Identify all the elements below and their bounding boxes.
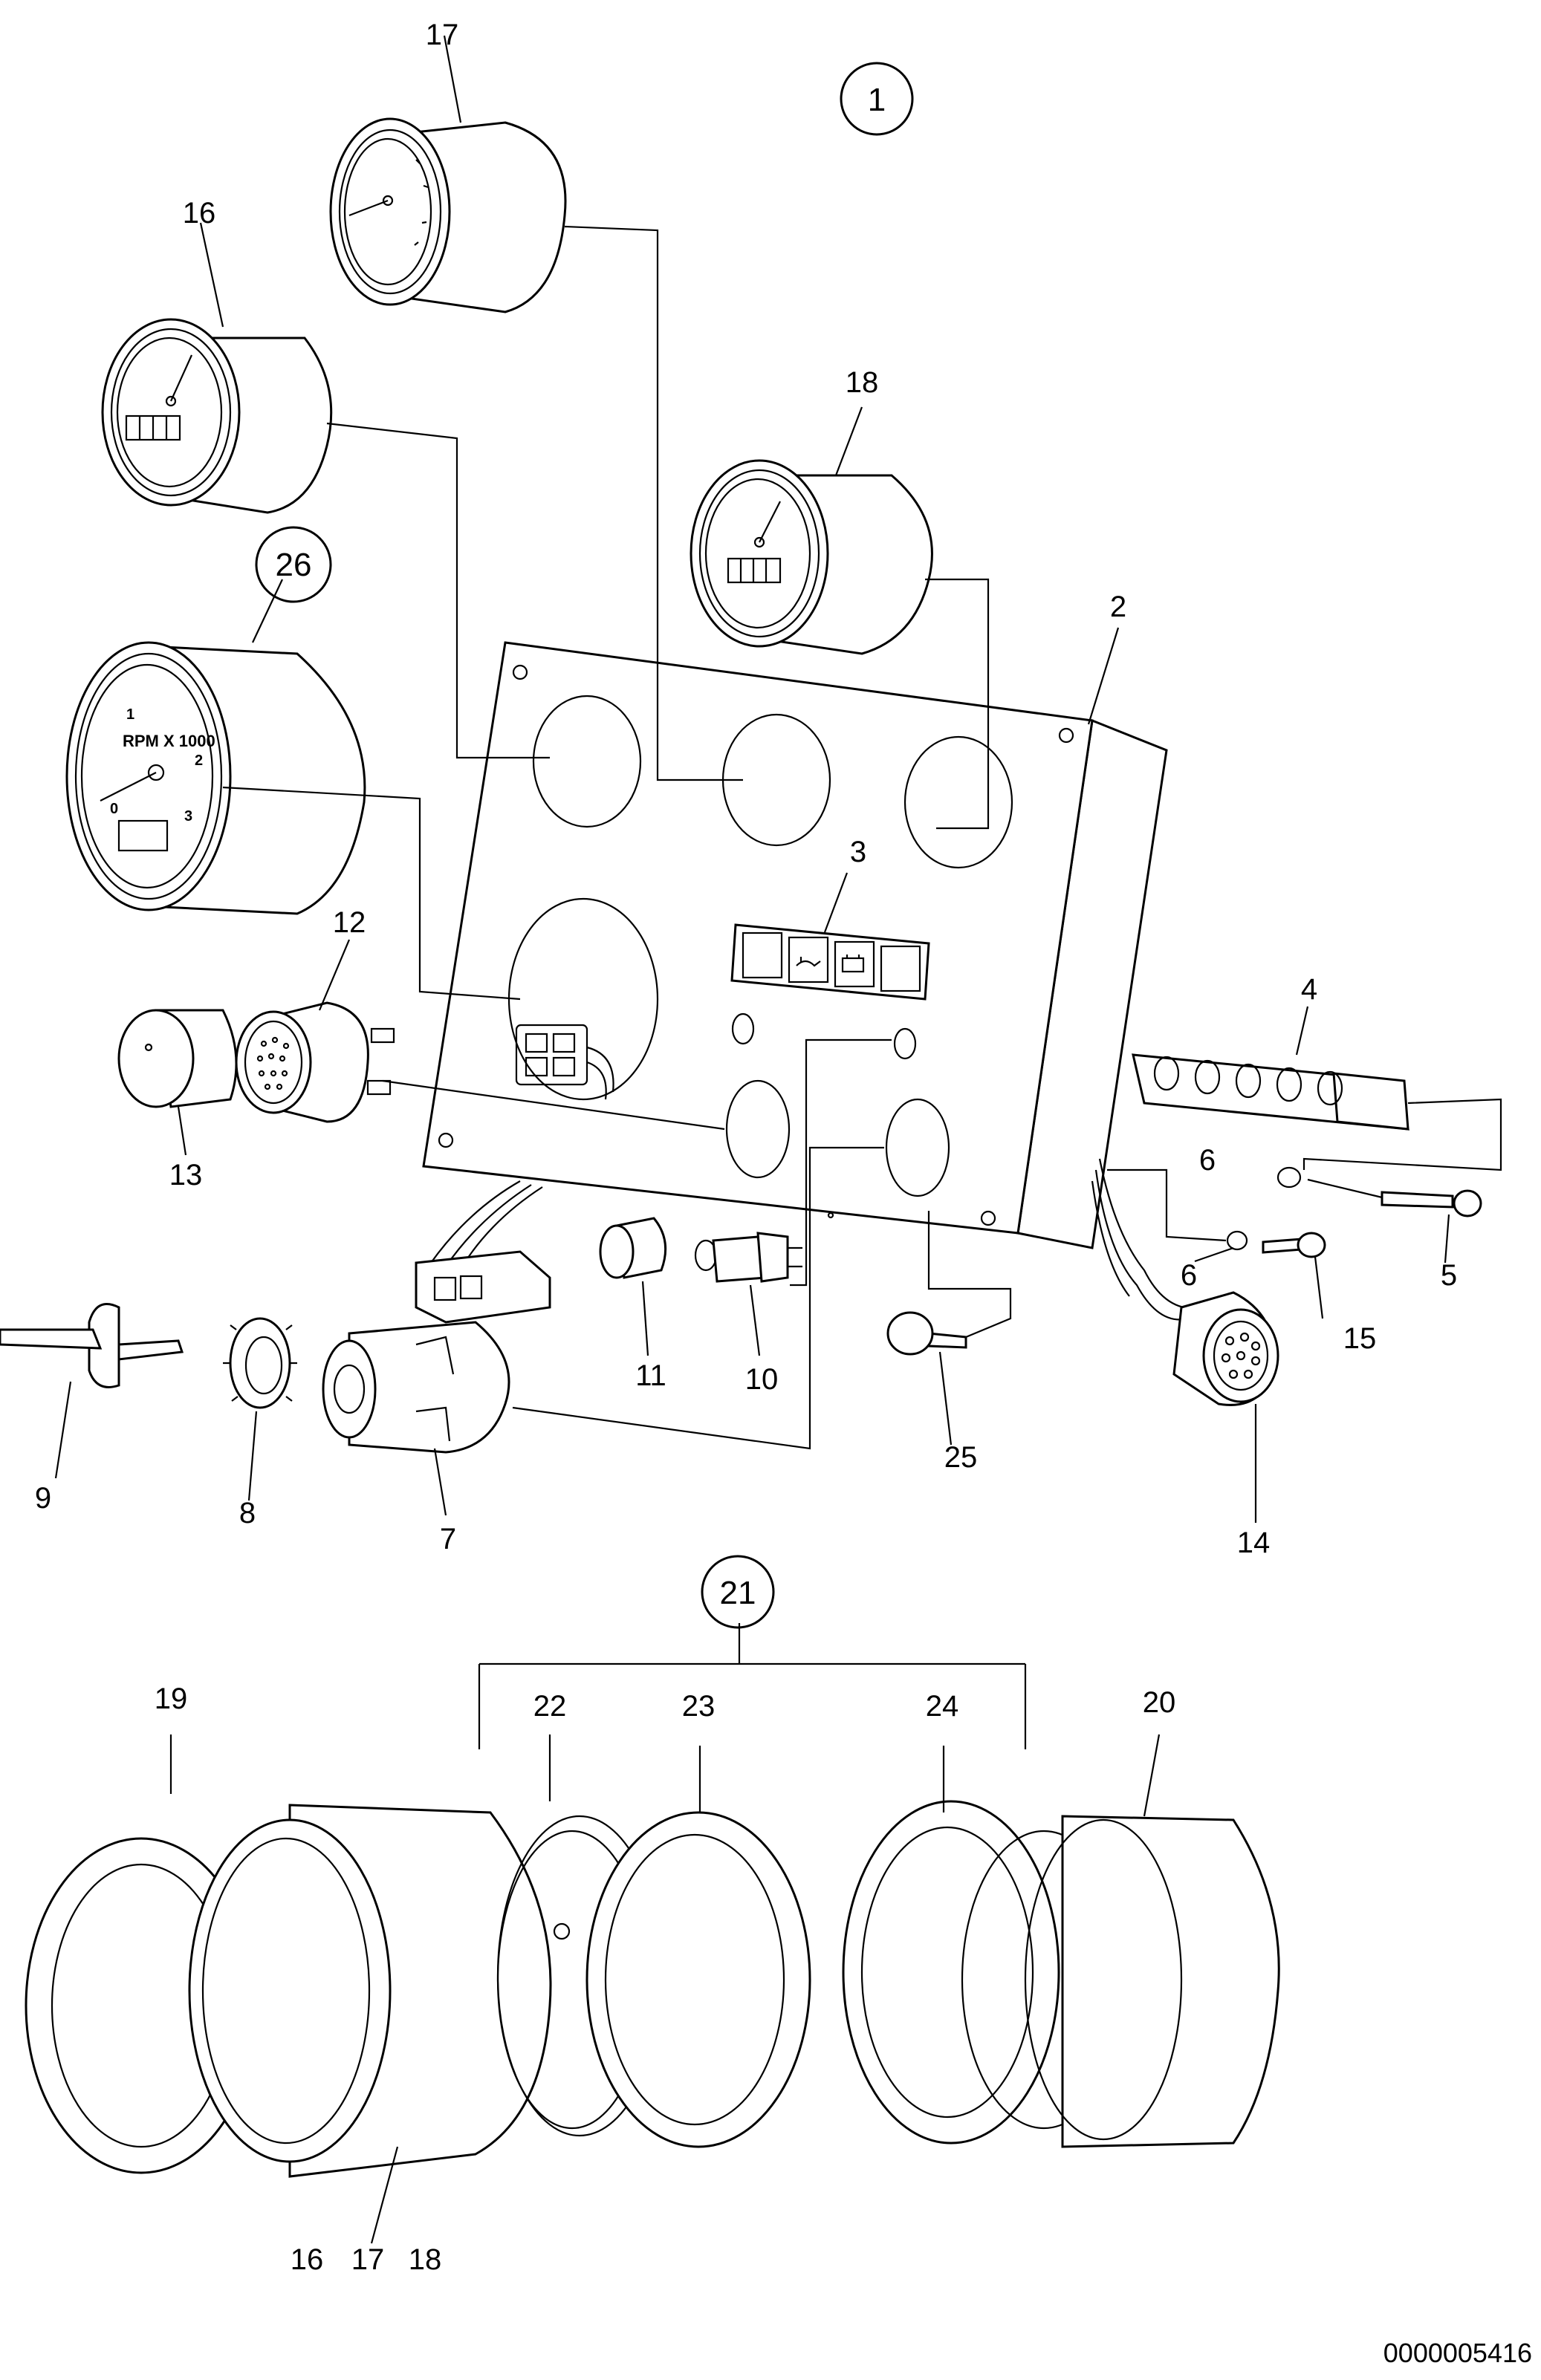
gauge-17 bbox=[329, 117, 567, 313]
switch-10 bbox=[694, 1232, 802, 1283]
callout-21: 21 bbox=[720, 1575, 756, 1611]
group-bracket-21 bbox=[169, 1623, 1161, 2244]
callout-1: 1 bbox=[868, 82, 886, 118]
callout-18: 18 bbox=[846, 366, 879, 399]
dial-tick-0: 0 bbox=[110, 801, 118, 817]
callout-23: 23 bbox=[682, 1690, 716, 1723]
callout-7: 7 bbox=[440, 1523, 456, 1555]
warning-light-strip bbox=[730, 923, 930, 1001]
callout-2: 2 bbox=[1110, 591, 1126, 623]
callout-10: 10 bbox=[745, 1363, 779, 1396]
housing-20 bbox=[1024, 1815, 1280, 2148]
callout-13: 13 bbox=[169, 1159, 203, 1191]
dial-tick-1: 1 bbox=[126, 706, 134, 723]
callout-labels: 1 2 3 4 5 6 6 7 8 9 10 11 12 13 14 15 16… bbox=[35, 19, 1532, 2368]
callout-15: 15 bbox=[1343, 1322, 1377, 1355]
callout-25: 25 bbox=[944, 1441, 978, 1474]
switch-11 bbox=[599, 1217, 667, 1279]
callout-bottom-18: 18 bbox=[409, 2243, 442, 2276]
drawing-number: 0000005416 bbox=[1383, 2338, 1532, 2368]
lower-harness bbox=[415, 1180, 551, 1324]
callout-14: 14 bbox=[1237, 1526, 1271, 1559]
circled-callouts bbox=[255, 62, 914, 1629]
callout-6a: 6 bbox=[1199, 1144, 1216, 1177]
callout-26: 26 bbox=[276, 547, 312, 583]
callout-8: 8 bbox=[239, 1497, 256, 1529]
connector-14 bbox=[1091, 1158, 1279, 1406]
dial-tick-3: 3 bbox=[184, 808, 192, 825]
callout-3: 3 bbox=[850, 836, 866, 868]
callout-bottom-17: 17 bbox=[351, 2243, 385, 2276]
callout-16: 16 bbox=[183, 197, 216, 230]
resistor-strip-4 bbox=[1132, 1053, 1409, 1131]
gauge-18 bbox=[690, 459, 933, 655]
callout-11: 11 bbox=[635, 1359, 666, 1392]
fasteners bbox=[886, 1166, 1482, 1356]
callout-5: 5 bbox=[1441, 1259, 1457, 1292]
callout-19: 19 bbox=[155, 1682, 188, 1715]
gauge-16 bbox=[101, 318, 333, 514]
key-9 bbox=[0, 1303, 184, 1388]
callout-bottom-16: 16 bbox=[291, 2243, 324, 2276]
callout-9: 9 bbox=[35, 1482, 51, 1515]
callout-20: 20 bbox=[1143, 1686, 1176, 1719]
callout-4: 4 bbox=[1301, 973, 1317, 1006]
callout-6b: 6 bbox=[1181, 1259, 1197, 1292]
callout-12: 12 bbox=[333, 906, 366, 939]
gauge-body-16-17-18 bbox=[188, 1804, 571, 2178]
leader-lines bbox=[54, 35, 1502, 1523]
dial-tick-2: 2 bbox=[195, 752, 203, 769]
dial-rpm-label: RPM X 1000 bbox=[123, 732, 215, 750]
ring-23 bbox=[585, 1811, 811, 2148]
callout-17: 17 bbox=[426, 19, 459, 51]
lock-nut-8 bbox=[223, 1317, 297, 1409]
tachometer-26: RPM X 1000 0 1 2 3 bbox=[65, 641, 366, 915]
ignition-switch-7 bbox=[322, 1321, 510, 1454]
buzzer-12-13 bbox=[117, 1001, 395, 1123]
callout-22: 22 bbox=[533, 1690, 567, 1723]
callout-24: 24 bbox=[926, 1690, 959, 1723]
